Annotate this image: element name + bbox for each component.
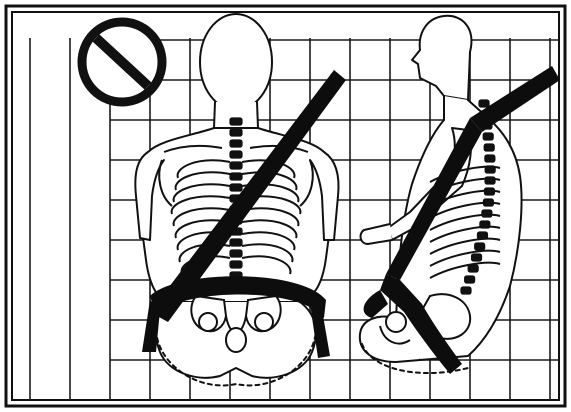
side-vertebra bbox=[472, 254, 482, 261]
side-vertebra bbox=[484, 144, 494, 151]
side-vertebra bbox=[485, 155, 495, 162]
side-vertebra bbox=[485, 177, 495, 184]
rear-vertebra bbox=[230, 239, 242, 246]
rear-vertebra bbox=[230, 118, 242, 125]
rear-vertebra bbox=[230, 162, 242, 169]
side-vertebra bbox=[483, 199, 493, 206]
rear-vertebra bbox=[230, 250, 242, 257]
side-vertebra bbox=[461, 287, 471, 294]
rear-head bbox=[200, 14, 272, 110]
rear-vertebra bbox=[230, 184, 242, 191]
side-vertebra bbox=[483, 133, 493, 140]
side-vertebra bbox=[482, 210, 492, 217]
rear-vertebra bbox=[230, 140, 242, 147]
rear-vertebra bbox=[230, 151, 242, 158]
side-vertebra bbox=[468, 265, 478, 272]
no-symbol-icon bbox=[82, 22, 162, 102]
rear-vertebra bbox=[230, 261, 242, 268]
side-vertebra bbox=[477, 232, 487, 239]
rear-vertebra bbox=[230, 173, 242, 180]
side-vertebra bbox=[465, 276, 475, 283]
rear-vertebra bbox=[230, 129, 242, 136]
side-vertebra bbox=[484, 188, 494, 195]
side-vertebra bbox=[479, 100, 489, 107]
side-vertebra bbox=[485, 166, 495, 173]
side-vertebra bbox=[475, 243, 485, 250]
side-vertebra bbox=[480, 221, 490, 228]
